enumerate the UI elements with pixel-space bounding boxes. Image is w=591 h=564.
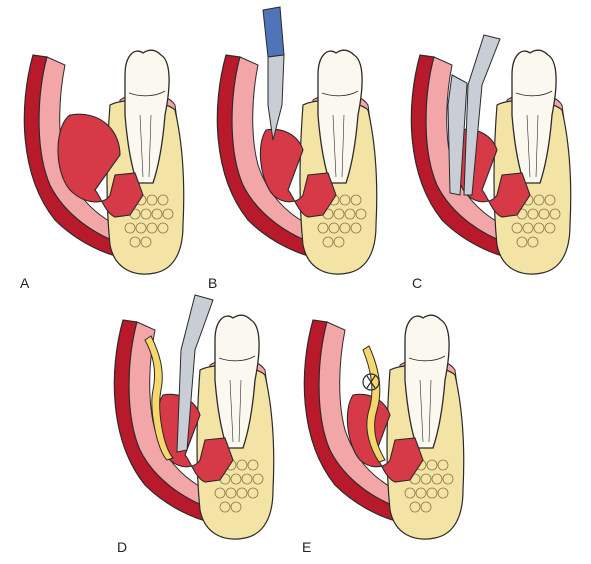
trabecula-a [124, 222, 136, 234]
scalpel-handle [262, 6, 285, 58]
trabecula-b [350, 194, 362, 206]
cementoenamel-line-c [515, 90, 553, 97]
abscess-a [57, 113, 144, 218]
tooth-d [214, 314, 260, 449]
trabecula-e [409, 501, 421, 513]
trabecula-b [328, 222, 340, 234]
trabecula-c [544, 222, 556, 234]
root-canal-a [139, 114, 152, 178]
tooth-c [511, 49, 557, 184]
trabecula-e [442, 473, 454, 485]
trabecula-b [339, 194, 351, 206]
hemostat-jaw-upper [463, 34, 501, 196]
scalpel-blade [267, 54, 285, 141]
trabecula-e [431, 473, 443, 485]
tooth-a [124, 49, 170, 184]
panel-label-b: B [208, 275, 218, 291]
panel-label-e: E [302, 539, 312, 555]
suture-knot [366, 375, 376, 389]
cementoenamel-line-a [128, 90, 166, 97]
trabecula-a [162, 208, 174, 220]
trabecula-e [426, 459, 438, 471]
trabecula-b [344, 208, 356, 220]
root-canal-c [526, 114, 539, 178]
cementoenamel-line-e [408, 355, 446, 362]
trabecula-c [549, 208, 561, 220]
trabecula-d [230, 473, 242, 485]
hemostat-jaw-lower [447, 74, 468, 196]
trabecula-b [355, 208, 367, 220]
panel-c [410, 34, 572, 275]
root-canal-b [332, 114, 345, 178]
trabecula-c [516, 236, 528, 248]
panel-label-a: A [20, 275, 30, 291]
trabecula-e [437, 459, 449, 471]
trabecula-c [533, 222, 545, 234]
cementoenamel-line-d [218, 355, 256, 362]
trabecula-e [426, 487, 438, 499]
trabecula-a [157, 222, 169, 234]
trabecula-c [527, 208, 539, 220]
trabecula-a [140, 208, 152, 220]
trabecula-d [252, 473, 264, 485]
trabecula-d [247, 459, 259, 471]
suture-loop [362, 373, 380, 391]
panel-label-c: C [412, 275, 423, 291]
abscess-e [346, 393, 424, 483]
trabecula-e [420, 473, 432, 485]
rubber-drain [144, 335, 174, 461]
trabecula-e [420, 501, 432, 513]
trabecula-a [157, 194, 169, 206]
panel-d [113, 294, 275, 540]
trabecula-c [538, 208, 550, 220]
trabecula-e [437, 487, 449, 499]
trabecula-d [225, 487, 237, 499]
trabecula-b [317, 222, 329, 234]
trabecula-c [511, 222, 523, 234]
rubber-drain [362, 345, 386, 463]
trabecula-e [415, 487, 427, 499]
trabecula-c [522, 222, 534, 234]
trabecula-a [140, 236, 152, 248]
root-canal-d [229, 379, 242, 443]
trabecula-b [333, 236, 345, 248]
cementoenamel-line-b [321, 90, 359, 97]
panel-e [303, 314, 465, 540]
trabecula-c [533, 194, 545, 206]
trabecula-b [322, 236, 334, 248]
root-canal-e [419, 379, 432, 443]
trabecula-d [241, 473, 253, 485]
trabecula-d [230, 501, 242, 513]
trabecula-b [350, 222, 362, 234]
trabecula-d [247, 487, 259, 499]
trabecula-a [146, 194, 158, 206]
trabecula-a [151, 208, 163, 220]
trabecula-b [333, 208, 345, 220]
tooth-e [404, 314, 450, 449]
panel-a [23, 49, 185, 275]
trabecula-b [339, 222, 351, 234]
abscess-b [259, 128, 337, 218]
trabecula-d [236, 459, 248, 471]
trabecula-d [214, 487, 226, 499]
trabecula-d [236, 487, 248, 499]
trabecula-e [404, 487, 416, 499]
trabecula-c [544, 194, 556, 206]
trabecula-a [135, 222, 147, 234]
trabecula-a [129, 236, 141, 248]
tooth-b [317, 49, 363, 184]
panel-b [216, 6, 378, 275]
panel-label-d: D [117, 539, 128, 555]
trabecula-c [527, 236, 539, 248]
trabecula-a [146, 222, 158, 234]
hemostat-tip [176, 294, 214, 453]
trabecula-d [219, 501, 231, 513]
